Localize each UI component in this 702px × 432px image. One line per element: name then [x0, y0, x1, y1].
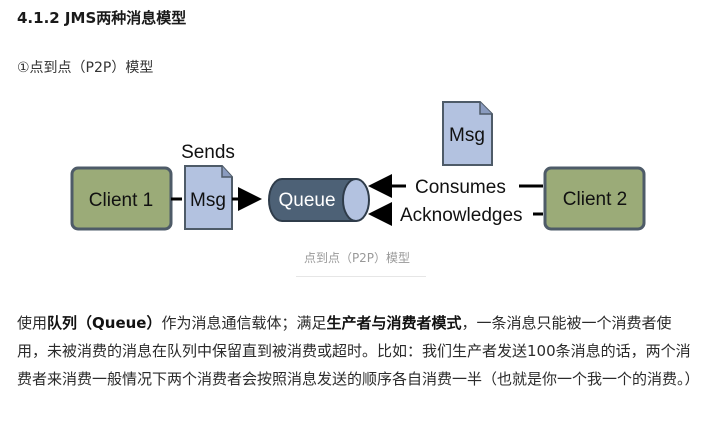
msg-document-left: Msg	[184, 165, 233, 230]
para-text-3: ，一条消息只能被一个消费者使用，未被消费的消息在队列中保留直到被消费或超时。比如…	[17, 314, 700, 388]
para-bold-queue: 队列（Queue）	[47, 314, 162, 332]
figure-caption: 点到点（P2P）模型	[303, 251, 411, 265]
queue-cylinder: Queue	[268, 178, 370, 222]
section-heading: 4.1.2 JMS两种消息模型	[17, 9, 187, 27]
description-paragraph: 使用队列（Queue）作为消息通信载体；满足生产者与消费者模式，一条消息只能被一…	[17, 309, 700, 393]
client-1-box: Client 1	[70, 166, 173, 231]
caption-divider	[296, 276, 426, 277]
msg-left-label: Msg	[190, 190, 226, 211]
client-1-label: Client 1	[89, 190, 153, 211]
acknowledges-label: Acknowledges	[400, 205, 523, 226]
para-text-2: 作为消息通信载体；满足	[161, 314, 327, 332]
para-bold-pattern: 生产者与消费者模式	[326, 314, 462, 332]
msg-document-top: Msg	[442, 101, 493, 166]
consumes-label: Consumes	[415, 177, 506, 198]
para-text-1: 使用	[17, 314, 48, 332]
subsection-heading: ①点到点（P2P）模型	[17, 60, 154, 76]
msg-top-label: Msg	[449, 125, 485, 146]
client-2-label: Client 2	[563, 189, 627, 210]
sends-label: Sends	[181, 142, 235, 163]
p2p-diagram: Client 1 Sends Msg Queue Msg Consumes Ac…	[70, 101, 646, 231]
queue-label: Queue	[278, 190, 335, 211]
client-2-box: Client 2	[543, 166, 646, 231]
